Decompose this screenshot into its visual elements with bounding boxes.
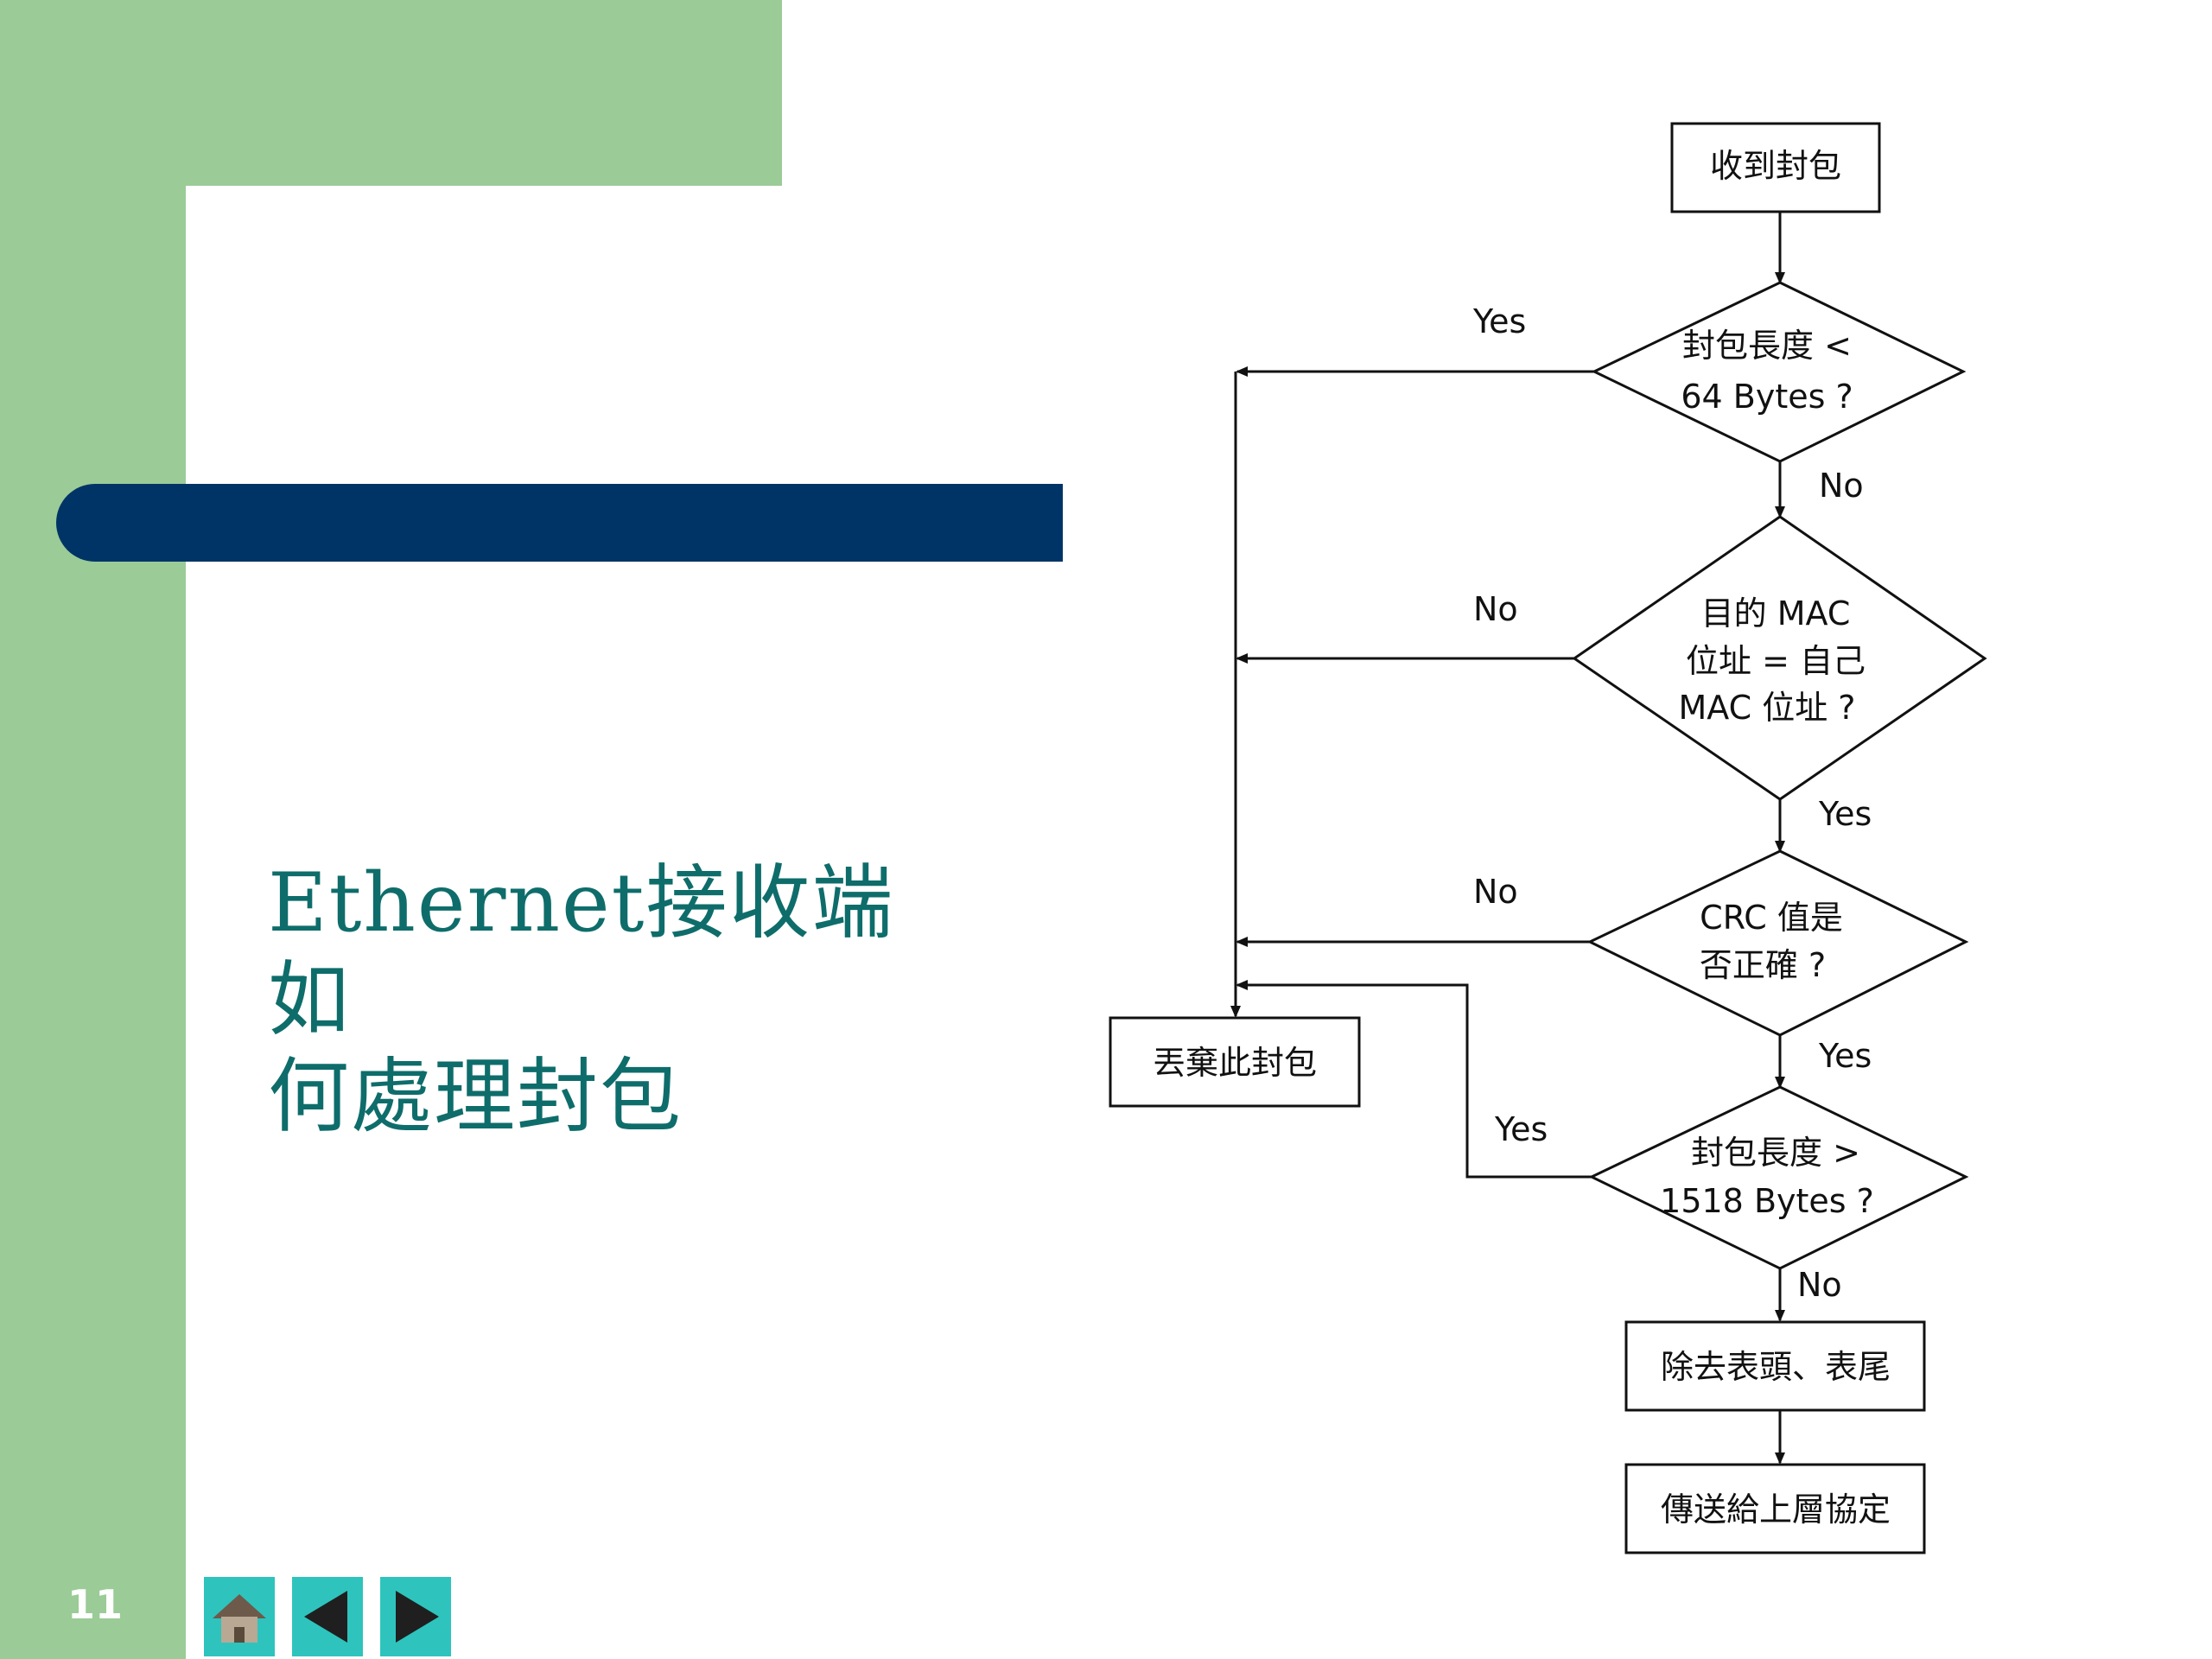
node-start-label: 收到封包 <box>1710 147 1841 185</box>
node-check-max-line-1: 封包長度 > <box>1691 1134 1860 1172</box>
edge-label-crc-no: No <box>1473 873 1518 911</box>
node-check-mac-line-1: 目的 MAC <box>1701 594 1851 632</box>
edge-label-mac-no: No <box>1473 590 1518 628</box>
slide-title-line-2: 何處理封包 <box>268 1050 683 1144</box>
slide-title-line-1: Ethernet接收端如 <box>268 856 895 1047</box>
node-check-mac-line-2: 位址 = 自己 <box>1686 642 1866 680</box>
node-discard-label: 丟棄此封包 <box>1153 1044 1317 1082</box>
triangle-left-icon <box>304 1591 347 1643</box>
node-check-crc <box>1586 849 1969 1037</box>
triangle-right-icon <box>396 1591 439 1643</box>
slide-title: Ethernet接收端如 何處理封包 <box>268 855 959 1146</box>
content-panel-corner <box>186 186 359 359</box>
edge-label-min-yes: Yes <box>1472 302 1526 340</box>
edge-label-mac-yes: Yes <box>1818 795 1872 833</box>
node-check-min-length <box>1591 281 1967 463</box>
edge-label-min-no: No <box>1819 467 1864 505</box>
node-start <box>1670 122 1881 213</box>
title-accent-bar <box>56 484 1063 562</box>
top-green-block <box>0 0 782 186</box>
node-pass-upper-label: 傳送給上層協定 <box>1661 1491 1891 1529</box>
edge-label-crc-yes: Yes <box>1818 1037 1872 1075</box>
node-check-min-line-2: 64 Bytes ? <box>1681 378 1853 416</box>
node-strip-header-label: 除去表頭、表尾 <box>1661 1348 1891 1386</box>
home-button[interactable] <box>204 1577 275 1656</box>
edge-label-max-yes: Yes <box>1494 1110 1548 1148</box>
node-check-crc-line-1: CRC 值是 <box>1700 899 1843 937</box>
next-slide-button[interactable] <box>380 1577 451 1656</box>
edge-label-max-no: No <box>1797 1266 1842 1304</box>
node-pass-upper <box>1624 1463 1926 1554</box>
node-check-mac <box>1572 515 1987 801</box>
node-check-min-line-1: 封包長度 < <box>1682 327 1852 365</box>
home-icon <box>213 1594 266 1643</box>
node-check-max-line-2: 1518 Bytes ? <box>1660 1182 1874 1220</box>
left-green-strip <box>0 0 186 1659</box>
node-strip-header <box>1624 1320 1926 1412</box>
edge-max-yes <box>1236 980 1592 1179</box>
node-check-crc-line-2: 否正確 ? <box>1700 946 1826 984</box>
previous-slide-button[interactable] <box>292 1577 363 1656</box>
page-number: 11 <box>67 1581 124 1628</box>
node-check-mac-line-3: MAC 位址 ? <box>1679 689 1856 727</box>
node-check-max-length <box>1588 1085 1969 1270</box>
node-discard <box>1109 1016 1361 1108</box>
